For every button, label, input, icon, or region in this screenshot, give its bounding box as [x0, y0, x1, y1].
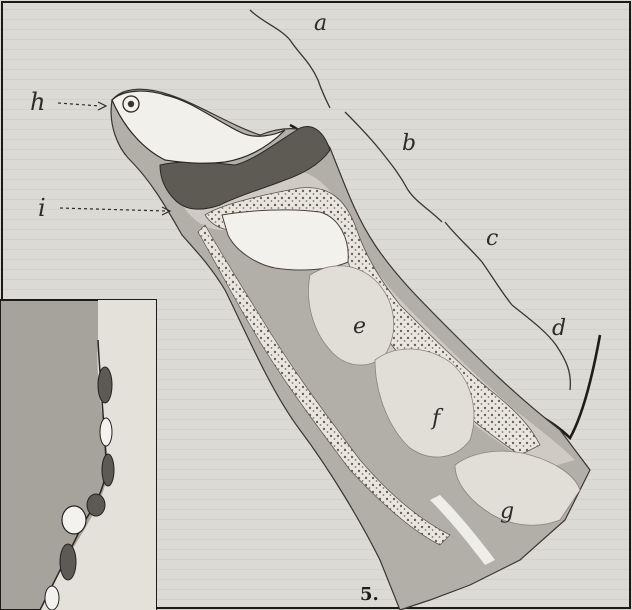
label-e: e: [353, 314, 366, 339]
label-g: g: [500, 499, 514, 524]
label-i: i: [38, 194, 46, 222]
label-a: a: [314, 11, 327, 36]
label-d: d: [552, 316, 566, 341]
label-c: c: [486, 226, 498, 251]
figure-number: 5.: [360, 584, 379, 605]
tip-dot: [128, 101, 134, 107]
label-b: b: [402, 131, 416, 156]
label-h: h: [30, 88, 45, 116]
